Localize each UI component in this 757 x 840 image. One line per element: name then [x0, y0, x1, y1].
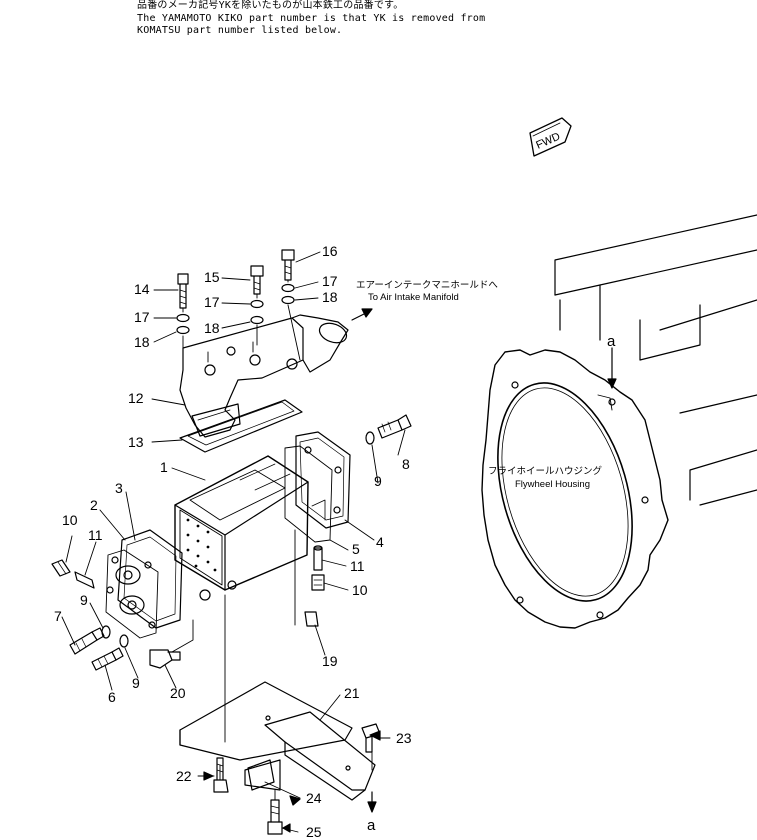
callout-3: 3 [115, 480, 123, 496]
header-note-english-line-1: The YAMAMOTO KIKO part number is that YK… [137, 13, 486, 24]
tube-11-left [74, 571, 95, 589]
bolt-7 [69, 627, 105, 655]
callout-17-left: 17 [134, 309, 150, 325]
intake-label-en: To Air Intake Manifold [368, 292, 459, 303]
leader-arrowhead-25 [282, 823, 291, 833]
flywheel-housing [481, 214, 757, 629]
ref-arrowhead-a-top [607, 378, 617, 389]
oil-cooler-body [174, 455, 309, 601]
callout-9-left-lower: 9 [132, 675, 140, 691]
fwd-direction-tag: FWD [529, 117, 572, 157]
clip-24 [247, 759, 275, 791]
tube-11-right [313, 545, 323, 571]
washer-17-right [281, 283, 295, 293]
callout-17-middle: 17 [204, 294, 220, 310]
callout-17-right: 17 [322, 273, 338, 289]
flywheel-label-jp: フライホイールハウジング [488, 465, 603, 477]
leader-arrowhead-24 [289, 795, 301, 806]
callout-4: 4 [376, 534, 384, 550]
washer-18-middle [250, 315, 264, 325]
callout-7: 7 [54, 608, 62, 624]
ref-a-top: a [607, 333, 616, 350]
callout-20: 20 [170, 685, 186, 701]
plug-10-left [51, 559, 71, 577]
callout-18-middle: 18 [204, 320, 220, 336]
callout-16: 16 [322, 243, 338, 259]
bolt-14 [177, 273, 189, 309]
intake-arrowhead [361, 308, 373, 318]
callout-19: 19 [322, 653, 338, 669]
alignment-lines [171, 279, 373, 801]
callout-23: 23 [396, 730, 412, 746]
callout-2: 2 [90, 497, 98, 513]
front-cover-plate [105, 529, 183, 639]
callout-14: 14 [134, 281, 150, 297]
callout-6: 6 [108, 689, 116, 705]
washer-17-middle [250, 299, 264, 309]
bolt-15 [250, 265, 264, 295]
callout-13: 13 [128, 434, 144, 450]
leader-arrowhead-23 [369, 730, 381, 741]
header-note-japanese: 品番のメーカ記号YKを除いたものが山本鉄工の品番です。 [137, 0, 404, 11]
washer-9-left-upper [101, 625, 111, 639]
intake-label-jp: エアーインテークマニホールドへ [356, 280, 498, 291]
callout-12: 12 [128, 390, 144, 406]
washer-9-left-lower [119, 634, 129, 648]
callout-18-left: 18 [134, 334, 150, 350]
callout-10-left: 10 [62, 512, 78, 528]
callout-5: 5 [352, 541, 360, 557]
callout-1: 1 [160, 459, 168, 475]
callout-15: 15 [204, 269, 220, 285]
washer-18-left [176, 325, 190, 335]
callout-11-left: 11 [88, 527, 103, 543]
callout-9-left-upper: 9 [80, 592, 88, 608]
elbow-fitting-20 [149, 649, 181, 669]
header-note-english-line-2: KOMATSU part number listed below. [137, 25, 343, 36]
flywheel-label-en: Flywheel Housing [515, 479, 590, 490]
callout-22: 22 [176, 768, 192, 784]
gasket [179, 399, 303, 453]
bolt-8 [377, 414, 412, 439]
callout-21: 21 [344, 685, 360, 701]
callout-9-right: 9 [374, 473, 382, 489]
ref-arrowhead-a-bottom [367, 801, 377, 813]
fitting-19 [304, 611, 319, 627]
washer-9-right [365, 431, 375, 445]
callout-11-right: 11 [350, 558, 365, 574]
washer-18-right [281, 295, 295, 305]
plug-10-right [311, 574, 325, 591]
callout-10-right: 10 [352, 582, 368, 598]
callout-18-right: 18 [322, 289, 338, 305]
bolt-16 [281, 249, 295, 281]
callout-24: 24 [306, 790, 322, 806]
leader-lines [61, 251, 406, 833]
bolt-6 [91, 647, 124, 671]
air-intake-elbow [179, 314, 349, 438]
bolt-22 [213, 757, 229, 793]
ref-a-bottom: a [367, 817, 376, 834]
rear-cover-plate [284, 431, 351, 543]
callout-8: 8 [402, 456, 410, 472]
mounting-bracket [179, 681, 376, 801]
callout-25: 25 [306, 824, 322, 840]
bolt-25 [267, 799, 283, 835]
leader-arrowhead-22 [203, 771, 214, 781]
washer-17-left [176, 313, 190, 323]
